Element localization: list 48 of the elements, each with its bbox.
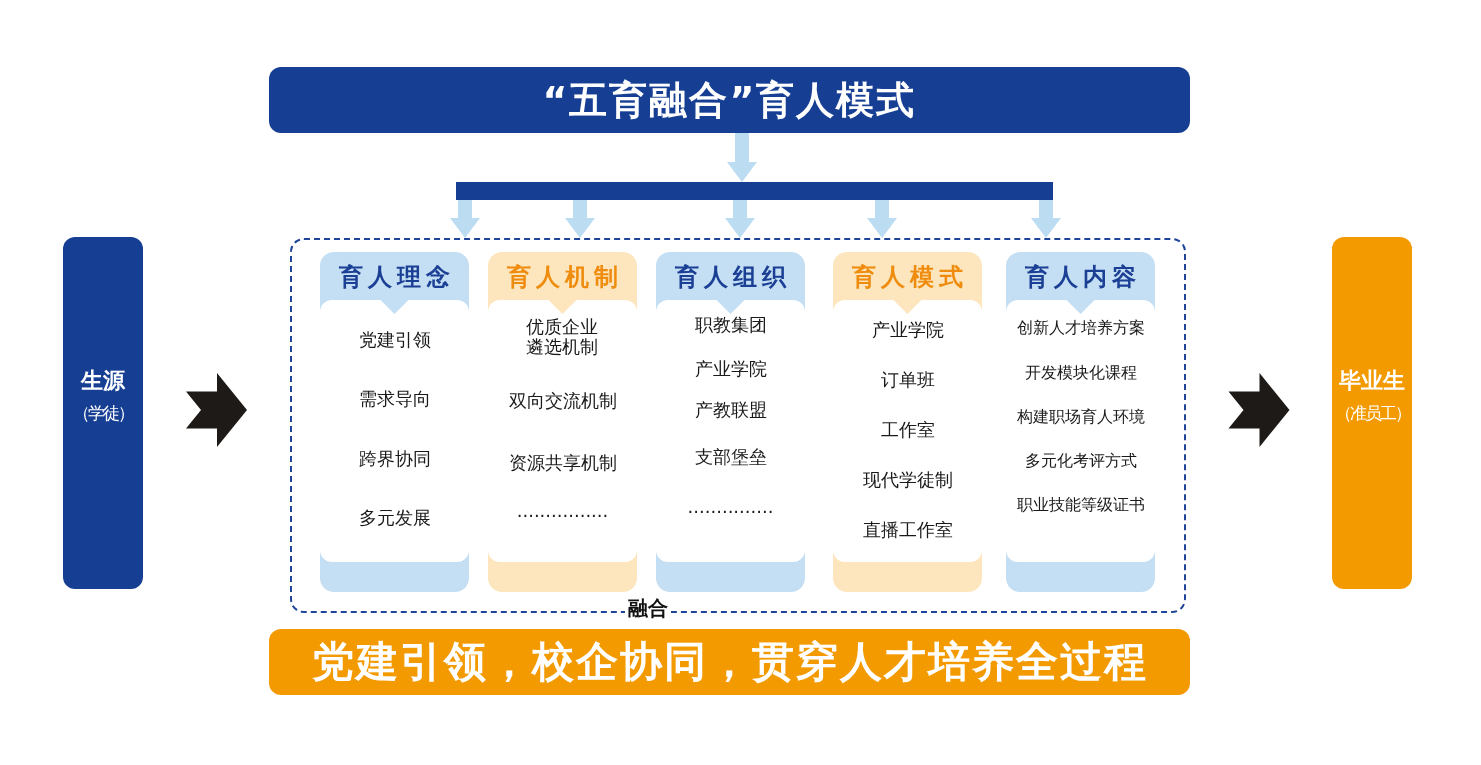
title-banner	[269, 67, 1190, 133]
list-item: 职教集团	[694, 315, 767, 335]
list-item: 开发模块化课程	[1024, 364, 1137, 382]
slogan-banner	[269, 629, 1190, 695]
list-item: 现代学徒制	[862, 470, 953, 490]
side-panel	[1332, 237, 1412, 589]
list-item: 订单班	[880, 370, 935, 390]
list-item: 支部堡垒	[694, 447, 767, 467]
list-item: 构建职场育人环境	[1016, 408, 1145, 426]
column-heading: 育人机制	[506, 262, 623, 293]
list-item: ...............	[687, 497, 774, 517]
list-item: 需求导向	[358, 389, 431, 409]
chevron-arrow	[1228, 373, 1290, 447]
chevron-arrow	[186, 373, 247, 447]
column-heading: 育人组织	[674, 262, 791, 293]
arrow	[1031, 200, 1061, 238]
list-item: 资源共享机制	[508, 453, 617, 473]
list-item: 职业技能等级证书	[1016, 496, 1145, 514]
list-item: 双向交流机制	[508, 391, 617, 411]
panel-subtitle: （准员工）	[1334, 401, 1410, 425]
list-item: 跨界协同	[358, 449, 431, 469]
arrow	[727, 133, 757, 182]
list-item: ................	[516, 501, 609, 521]
arrow	[725, 200, 755, 238]
column-heading: 育人内容	[1024, 262, 1141, 293]
arrow	[867, 200, 897, 238]
frame-label: 融合	[625, 595, 671, 622]
list-item: 优质企业遴选机制	[525, 317, 600, 357]
column-heading: 育人模式	[851, 262, 968, 293]
list-item: 产业学院	[694, 359, 767, 379]
side-panel	[63, 237, 143, 589]
panel-title: 毕业生	[1339, 366, 1405, 395]
panel-subtitle: （学徒）	[73, 401, 133, 425]
panel-title: 生源	[81, 366, 125, 395]
column-heading: 育人理念	[338, 262, 455, 293]
arrow	[450, 200, 480, 238]
list-item: 产教联盟	[694, 400, 767, 420]
list-item: 直播工作室	[862, 520, 953, 540]
list-item: 创新人才培养方案	[1016, 319, 1145, 337]
banner-text: 党建引领，校企协同，贯穿人才培养全过程	[311, 636, 1148, 688]
distribution-bar	[456, 182, 1053, 200]
list-item: 多元化考评方式	[1024, 452, 1137, 470]
banner-text: “五育融合”育人模式	[542, 76, 917, 124]
list-item: 工作室	[880, 420, 935, 440]
arrow	[565, 200, 595, 238]
list-item: 党建引领	[358, 330, 431, 350]
list-item: 产业学院	[871, 320, 944, 340]
list-item: 多元发展	[358, 508, 431, 528]
